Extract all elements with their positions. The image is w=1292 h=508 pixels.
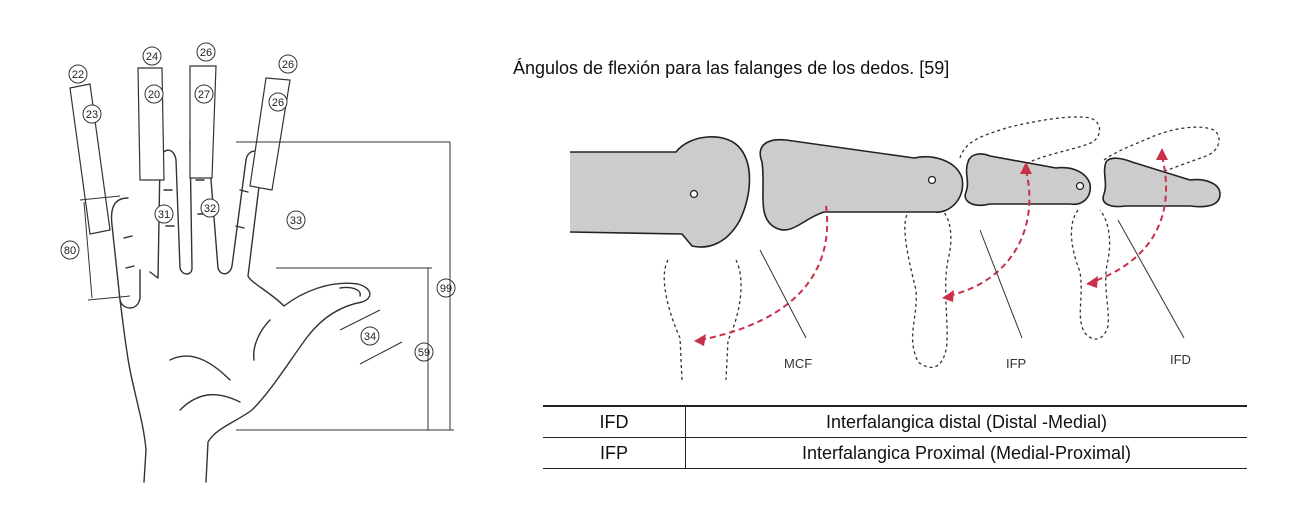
dim-circle xyxy=(142,46,162,66)
finger-bar-3 xyxy=(189,65,217,179)
dim-circle xyxy=(82,104,102,124)
dim-circle xyxy=(68,64,88,84)
dim-label-finger-width-4: 26 xyxy=(282,59,294,71)
index-finger-outline xyxy=(110,197,141,309)
middle-phalanx xyxy=(964,153,1092,207)
flexed-bone-mcf xyxy=(663,259,742,381)
dim-label-finger-inner-4: 26 xyxy=(272,97,284,109)
dim-label-finger-length-2: 31 xyxy=(158,209,170,221)
finger-bones-flexion-diagram: MCF IFP IFD xyxy=(570,116,1221,381)
legend-description: Interfalangica Proximal (Medial-Proximal… xyxy=(685,437,1247,469)
dim-label-total-length: 99 xyxy=(440,283,452,295)
dim-label-finger-length-3: 32 xyxy=(204,203,216,215)
dimension-line-total xyxy=(236,141,454,431)
arrowhead-ifd xyxy=(1086,276,1098,288)
finger-joint-marks xyxy=(123,179,249,269)
dim-circle xyxy=(144,84,164,104)
dim-label-finger-inner-2: 20 xyxy=(148,89,160,101)
figure-caption: Ángulos de flexión para las falanges de … xyxy=(513,58,950,78)
dim-circle xyxy=(60,240,80,260)
dim-label-finger-length-1: 80 xyxy=(64,245,76,257)
table-row: IFD Interfalangica distal (Distal -Media… xyxy=(543,405,1247,438)
joint-label-ifd: IFD xyxy=(1170,352,1191,367)
dimension-line-palm xyxy=(276,267,432,430)
flexion-arrow-ifd xyxy=(1091,155,1168,283)
metacarpal-bone xyxy=(570,136,751,248)
dimension-line-finger-1 xyxy=(79,195,131,301)
table-row: IFP Interfalangica Proximal (Medial-Prox… xyxy=(543,437,1247,469)
dim-circle xyxy=(268,92,288,112)
dimension-line-thumb xyxy=(339,309,403,365)
legend-abbr: IFP xyxy=(543,437,686,469)
legend-description: Interfalangica distal (Distal -Medial) xyxy=(685,405,1247,438)
proximal-phalanx xyxy=(759,138,964,231)
dim-circle xyxy=(194,84,214,104)
dim-circle xyxy=(360,326,380,346)
arrowhead-ifp-up xyxy=(1020,162,1032,174)
leader-line-mcf xyxy=(759,249,807,339)
dim-label-finger-width-3: 26 xyxy=(200,47,212,59)
thumb-nail xyxy=(339,286,361,297)
finger-bar-1 xyxy=(69,83,111,235)
dim-label-finger-inner-1: 23 xyxy=(86,109,98,121)
dim-label-palm-length: 59 xyxy=(418,347,430,359)
flexed-bone-ifp-up xyxy=(959,116,1101,171)
dim-label-finger-width-2: 24 xyxy=(146,51,158,63)
finger-bar-2 xyxy=(137,67,165,181)
dim-label-finger-inner-3: 27 xyxy=(198,89,210,101)
legend-abbr: IFD xyxy=(543,405,686,438)
arrowhead-mcf xyxy=(694,334,706,346)
distal-phalanx xyxy=(1102,157,1221,208)
dim-circle xyxy=(286,210,306,230)
joint-pivot-ifp xyxy=(927,175,937,185)
joint-legend-table: IFD Interfalangica distal (Distal -Media… xyxy=(543,405,1247,469)
joint-label-mcf: MCF xyxy=(784,356,812,371)
dim-label-finger-width-1: 22 xyxy=(72,69,84,81)
arrowhead-ifd-up xyxy=(1156,148,1168,160)
arrowhead-ifp xyxy=(942,290,954,302)
flexion-arrow-ifp xyxy=(947,169,1031,297)
hand-dimension-drawing: 22 24 26 26 23 20 27 26 80 31 32 33 34 5… xyxy=(60,42,456,483)
joint-pivot-mcf xyxy=(689,189,699,199)
leader-line-ifp xyxy=(979,229,1023,339)
dim-circle xyxy=(154,204,174,224)
dim-circle xyxy=(200,198,220,218)
palm-crease xyxy=(169,355,231,381)
flexed-bone-ifd-up xyxy=(1103,126,1220,179)
dim-label-finger-length-4: 33 xyxy=(290,215,302,227)
hand-outline xyxy=(119,132,371,483)
joint-label-ifp: IFP xyxy=(1006,356,1026,371)
dim-circle xyxy=(196,42,216,62)
dim-label-thumb: 34 xyxy=(364,331,376,343)
flexion-arrow-mcf xyxy=(699,205,829,341)
leader-line-ifd xyxy=(1117,219,1185,339)
palm-crease xyxy=(253,319,271,361)
palm-crease xyxy=(179,393,241,411)
flexed-bone-ifd-down xyxy=(1070,209,1111,340)
flexed-bone-ifp-down xyxy=(904,209,952,368)
dim-circle xyxy=(278,54,298,74)
joint-pivot-ifd xyxy=(1075,181,1085,191)
